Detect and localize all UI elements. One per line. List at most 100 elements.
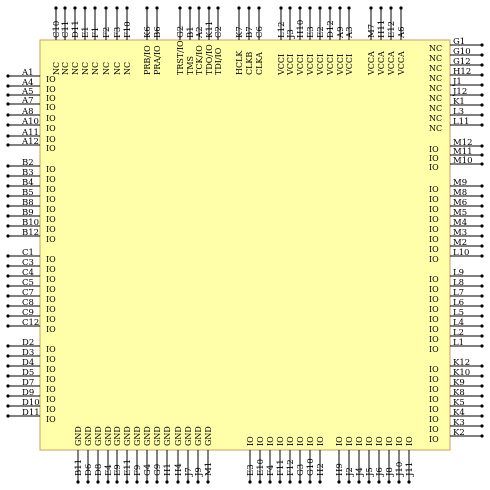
pin-number: L5 <box>453 308 464 318</box>
pin-number: L10 <box>453 248 469 258</box>
signal-name: IO <box>429 195 439 204</box>
signal-name: IO <box>46 325 56 334</box>
pin-number: A7 <box>21 96 34 106</box>
pin-end <box>480 113 484 117</box>
pin-number: E11 <box>123 459 133 476</box>
pin-end <box>237 6 241 10</box>
pin-end <box>115 480 119 484</box>
pin-end <box>155 6 159 10</box>
pin-number: J4 <box>355 467 365 477</box>
pin-number: F2 <box>102 27 112 38</box>
pin-end <box>480 294 484 298</box>
signal-name: NC <box>429 74 442 83</box>
pin-number: K12 <box>453 358 470 368</box>
pin-number: A2 <box>195 26 205 39</box>
pin-end <box>6 384 10 388</box>
pin-number: A8 <box>21 107 34 117</box>
signal-name: IO <box>46 305 56 314</box>
signal-name: IO <box>429 255 439 264</box>
signal-name: NC <box>429 54 442 63</box>
signal-name: IO <box>429 245 439 254</box>
pin-number: M12 <box>453 138 473 148</box>
pin-number: J1 <box>452 77 462 87</box>
pin-end <box>279 6 283 10</box>
pin-end <box>480 234 484 238</box>
signal-name: GND <box>204 426 213 446</box>
signal-name: IO <box>46 295 56 304</box>
pin-number: M6 <box>453 198 467 208</box>
pin-end <box>480 374 484 378</box>
signal-name: IO <box>296 436 305 446</box>
pin-end <box>6 204 10 208</box>
pin-number: M10 <box>453 156 473 166</box>
pin-number: J7 <box>184 467 194 477</box>
signal-name: VCCI <box>336 54 345 76</box>
signal-name: IO <box>345 436 354 446</box>
left-pin-group: A1IOA4IOA5IOA7IOA8IOA10IOA11IOA12IOB2IOB… <box>6 68 56 424</box>
pin-end <box>257 6 261 10</box>
pin-number: C1 <box>22 248 34 258</box>
pin-end <box>6 274 10 278</box>
pin-end <box>165 480 169 484</box>
signal-name: GND <box>153 426 162 446</box>
pin-number: E3 <box>246 464 256 476</box>
pin-end <box>379 6 383 10</box>
pin-end <box>178 6 182 10</box>
pin-number: F9 <box>133 465 143 476</box>
pin-number: D4 <box>22 358 34 368</box>
pin-end <box>196 480 200 484</box>
pin-end <box>278 480 282 484</box>
bottom-pin-group: GNDB11GNDD6GNDD8GNDE4GNDE9GNDE11GNDF9GND… <box>74 426 415 484</box>
pin-number: L9 <box>453 268 464 278</box>
pin-number: J6 <box>375 467 385 477</box>
pin-number: B1 <box>186 26 196 38</box>
signal-name: GND <box>104 426 113 446</box>
pin-number: L7 <box>453 288 464 298</box>
signal-name: IO <box>375 436 384 446</box>
signal-name: IO <box>429 435 439 444</box>
pin-end <box>145 480 149 484</box>
signal-name: GND <box>163 426 172 446</box>
signal-name: IO <box>46 185 56 194</box>
pin-number: H11 <box>377 20 387 38</box>
pin-number: D11 <box>71 20 81 38</box>
signal-name: IO <box>429 405 439 414</box>
pin-end <box>480 274 484 278</box>
pin-end <box>6 184 10 188</box>
signal-name: NC <box>429 114 442 123</box>
signal-name: IO <box>46 195 56 204</box>
pin-number: D8 <box>94 464 104 476</box>
pin-end <box>480 93 484 97</box>
pin-end <box>6 394 10 398</box>
pin-number: B2 <box>22 158 34 168</box>
